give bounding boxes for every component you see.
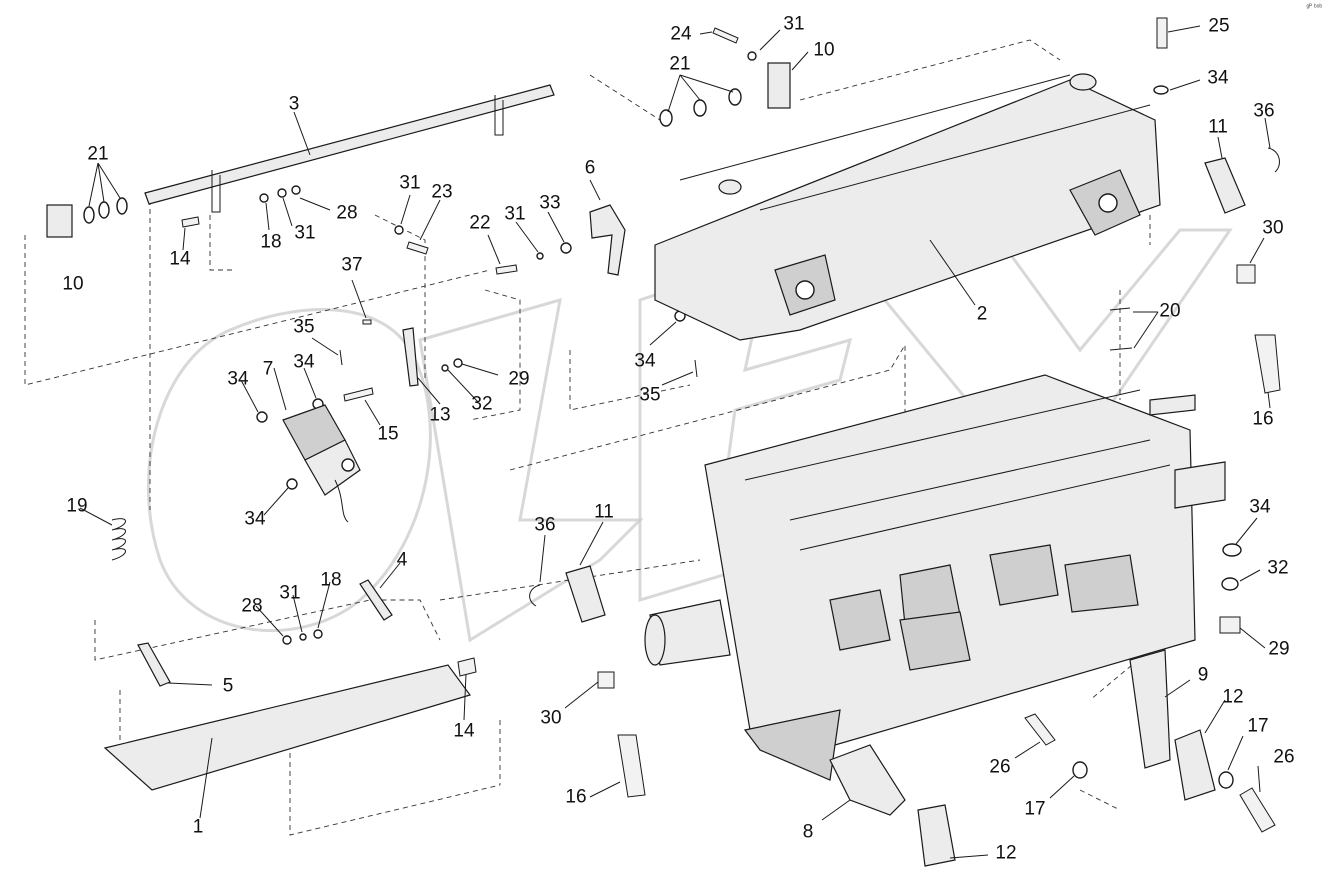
callout-34: 34 xyxy=(634,350,656,372)
callout-21: 21 xyxy=(87,143,109,165)
rings-part-21-left xyxy=(83,197,128,224)
callout-11: 11 xyxy=(594,501,614,523)
callout-8: 8 xyxy=(802,821,814,843)
callout-30: 30 xyxy=(540,707,562,729)
callout-37: 37 xyxy=(341,254,363,276)
callout-31: 31 xyxy=(399,172,421,194)
callout-26: 26 xyxy=(989,756,1011,778)
actuator-part-7 xyxy=(282,404,361,523)
callout-31: 31 xyxy=(783,13,805,35)
callout-28: 28 xyxy=(336,202,358,224)
callout-34: 34 xyxy=(244,508,266,530)
rings-part-21-top xyxy=(659,88,742,127)
callout-36: 36 xyxy=(534,514,556,536)
callout-32: 32 xyxy=(1267,557,1289,579)
callout-34: 34 xyxy=(1249,496,1271,518)
callout-35: 35 xyxy=(293,316,315,338)
callout-5: 5 xyxy=(222,675,234,697)
callout-15: 15 xyxy=(377,423,399,445)
clamp-part-12-bottom xyxy=(917,804,956,867)
small-fasteners xyxy=(181,17,1281,833)
callout-23: 23 xyxy=(431,181,453,203)
callout-2: 2 xyxy=(976,303,988,325)
callout-12: 12 xyxy=(1222,686,1244,708)
spring-part-19 xyxy=(111,518,126,561)
plate-part-1 xyxy=(103,664,471,791)
callout-7: 7 xyxy=(262,358,274,380)
callout-10: 10 xyxy=(62,273,84,295)
callout-34: 34 xyxy=(293,351,315,373)
callout-18: 18 xyxy=(260,231,282,253)
callout-18: 18 xyxy=(320,569,342,591)
block-part-10-left xyxy=(46,204,73,238)
callout-6: 6 xyxy=(584,157,596,179)
callout-34: 34 xyxy=(1207,67,1229,89)
circlip-part-36-mid xyxy=(529,584,541,607)
callout-14: 14 xyxy=(169,248,191,270)
callout-17: 17 xyxy=(1247,715,1269,737)
plate-part-5 xyxy=(137,642,171,687)
pin-part-37 xyxy=(362,319,372,325)
callout-9: 9 xyxy=(1197,664,1209,686)
callout-31: 31 xyxy=(504,203,526,225)
callout-20: 20 xyxy=(1159,300,1181,322)
leader-lines xyxy=(79,25,1271,859)
sleeves-part-11 xyxy=(565,157,1246,623)
callout-29: 29 xyxy=(1268,638,1290,660)
callout-30: 30 xyxy=(1262,217,1284,239)
callout-16: 16 xyxy=(1252,408,1274,430)
callout-1: 1 xyxy=(192,816,204,838)
callout-19: 19 xyxy=(66,495,88,517)
callout-25: 25 xyxy=(1208,15,1230,37)
corner-code: ᵍᴾ ᵇᵒᵇ xyxy=(1306,4,1322,11)
shaft-part-3 xyxy=(144,84,555,213)
callout-28: 28 xyxy=(241,595,263,617)
circlip-part-36-top xyxy=(1267,147,1280,173)
clamp-part-12-right xyxy=(1174,729,1216,801)
callout-12: 12 xyxy=(995,842,1017,864)
callout-11: 11 xyxy=(1208,116,1228,138)
bracket-part-6 xyxy=(589,204,626,276)
callout-34: 34 xyxy=(227,368,249,390)
drum-assembly xyxy=(644,374,1226,781)
callout-22: 22 xyxy=(469,212,491,234)
callout-21: 21 xyxy=(669,53,691,75)
callout-14: 14 xyxy=(453,720,475,742)
callout-29: 29 xyxy=(508,368,530,390)
callout-17: 17 xyxy=(1024,798,1046,820)
callout-3: 3 xyxy=(288,93,300,115)
callout-31: 31 xyxy=(279,582,301,604)
callout-36: 36 xyxy=(1253,100,1275,122)
callout-32: 32 xyxy=(471,393,493,415)
bracket-part-9 xyxy=(1129,649,1171,769)
housing-part-2 xyxy=(654,73,1161,341)
callout-31: 31 xyxy=(294,222,316,244)
callout-33: 33 xyxy=(539,192,561,214)
callout-10: 10 xyxy=(813,39,835,61)
bracket-part-8 xyxy=(829,744,906,816)
callout-4: 4 xyxy=(396,549,408,571)
callout-35: 35 xyxy=(639,384,661,406)
plate-part-4 xyxy=(359,579,393,621)
block-part-10-right xyxy=(767,62,791,109)
lever-part-13 xyxy=(402,327,419,387)
callout-13: 13 xyxy=(429,404,451,426)
callout-26: 26 xyxy=(1273,746,1295,768)
callout-24: 24 xyxy=(670,23,692,45)
callout-16: 16 xyxy=(565,786,587,808)
